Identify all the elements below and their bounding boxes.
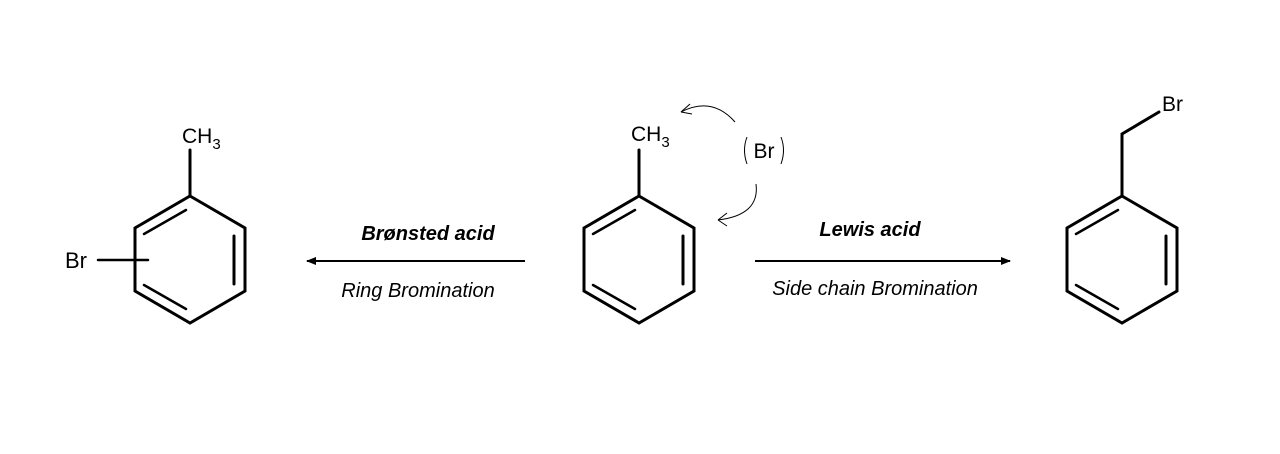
bromine-reagent: Br	[680, 103, 784, 227]
arrowhead-icon	[717, 212, 728, 227]
curved-arrow-icon	[680, 105, 736, 123]
toluene-structure: CH3	[582, 123, 696, 325]
methyl-label: CH3	[631, 123, 670, 151]
side-chain-bromination-label: Side chain Bromination	[772, 278, 978, 300]
bromine-label: Br	[1162, 93, 1183, 116]
bromine-label: Br	[754, 140, 775, 163]
arrowhead-icon	[680, 103, 693, 115]
bromotoluene-structure: CH3 Br	[65, 125, 247, 325]
bromine-label: Br	[65, 248, 87, 273]
bronsted-acid-label: Brønsted acid	[361, 223, 495, 245]
lewis-acid-label: Lewis acid	[819, 219, 921, 241]
curved-arrow-icon	[717, 183, 757, 221]
methyl-label: CH3	[182, 125, 221, 153]
ring-bromination-label: Ring Bromination	[341, 280, 494, 302]
benzyl-bromide-structure: Br	[1065, 93, 1183, 325]
